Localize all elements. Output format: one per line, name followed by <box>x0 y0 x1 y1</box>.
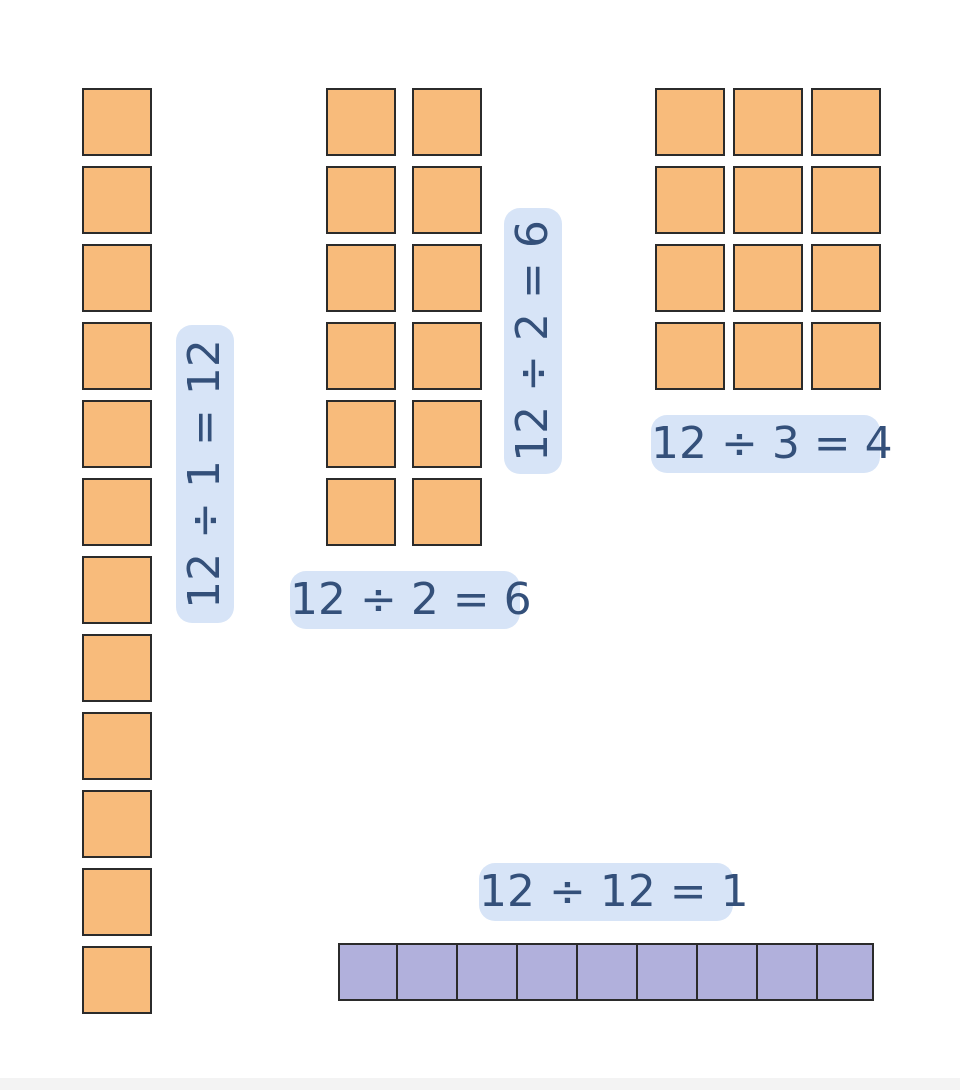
bottom-edge <box>0 1078 960 1090</box>
tile <box>82 88 152 156</box>
tile <box>412 400 482 468</box>
tile <box>338 943 398 1001</box>
tile <box>733 322 803 390</box>
tile <box>82 322 152 390</box>
tile <box>82 868 152 936</box>
tile <box>456 943 518 1001</box>
tile <box>82 790 152 858</box>
tile <box>655 244 725 312</box>
tile <box>82 166 152 234</box>
tile <box>811 166 881 234</box>
tile <box>326 166 396 234</box>
equation-label-12-div-12: 12 ÷ 12 = 1 <box>479 863 749 921</box>
tile <box>82 634 152 702</box>
tile <box>696 943 758 1001</box>
tile <box>396 943 458 1001</box>
tile <box>412 322 482 390</box>
equation-label-12-div-2-vertical: 12 ÷ 2 = 6 <box>504 208 562 474</box>
tile <box>82 400 152 468</box>
tile <box>576 943 638 1001</box>
tile <box>82 556 152 624</box>
tile <box>326 478 396 546</box>
tile <box>816 943 874 1001</box>
tile <box>756 943 818 1001</box>
tile <box>412 88 482 156</box>
tile <box>811 322 881 390</box>
tile <box>82 244 152 312</box>
tile <box>655 166 725 234</box>
tile <box>326 400 396 468</box>
tile <box>733 166 803 234</box>
tile <box>733 88 803 156</box>
tile <box>82 946 152 1014</box>
tile <box>326 322 396 390</box>
tile <box>655 322 725 390</box>
tile <box>412 166 482 234</box>
tile <box>733 244 803 312</box>
tile <box>516 943 578 1001</box>
equation-label-12-div-1: 12 ÷ 1 = 12 <box>176 325 234 623</box>
tile <box>811 88 881 156</box>
tile <box>811 244 881 312</box>
tile <box>412 244 482 312</box>
tile <box>412 478 482 546</box>
tile <box>655 88 725 156</box>
tile <box>326 244 396 312</box>
tile <box>82 478 152 546</box>
equation-label-12-div-3: 12 ÷ 3 = 4 <box>651 415 893 473</box>
tile <box>82 712 152 780</box>
tile <box>326 88 396 156</box>
tile <box>636 943 698 1001</box>
equation-label-12-div-2-horizontal: 12 ÷ 2 = 6 <box>290 571 532 629</box>
